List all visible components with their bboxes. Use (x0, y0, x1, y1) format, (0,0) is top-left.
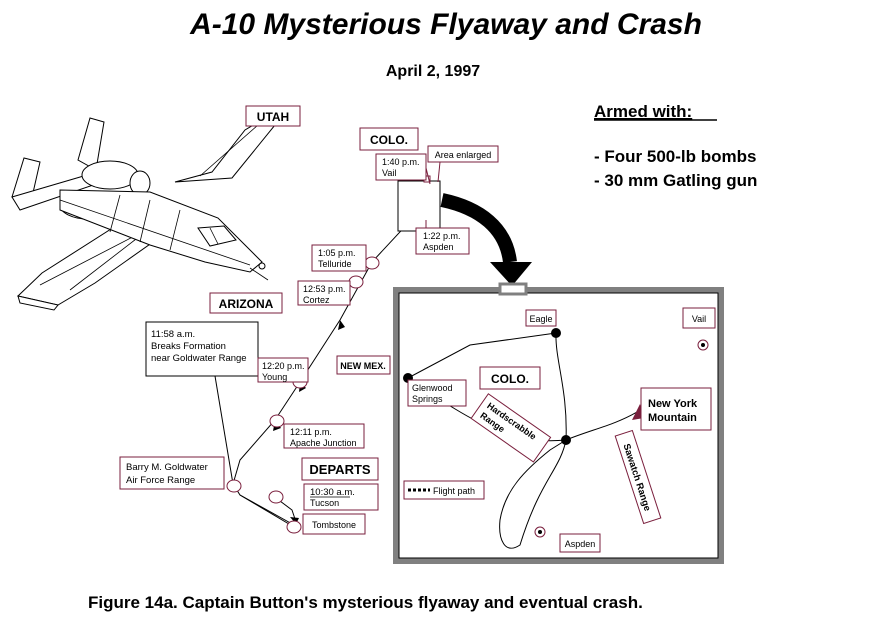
inset-map: Vail Eagle Glenwood Springs COLO. Hardsc… (393, 282, 724, 564)
cortez-place: Cortez (303, 295, 330, 305)
tucson-place: Tucson (310, 498, 339, 508)
telluride-time: 1:05 p.m. (318, 248, 356, 258)
node-cortez (348, 275, 364, 289)
date: April 2, 1997 (386, 63, 480, 80)
enlarge-arrow (440, 193, 532, 286)
tombstone-label: Tombstone (312, 520, 356, 530)
inset-label-aspen: Aspden (565, 539, 596, 549)
armed-with-block: Armed with: - Four 500-lb bombs - 30 mm … (594, 102, 757, 190)
goldwater-line2: Air Force Range (126, 475, 195, 486)
inset-label-nym-1: New York (648, 398, 698, 410)
breaks-time: 11:58 a.m. (151, 329, 195, 340)
figure-caption: Figure 14a. Captain Button's mysterious … (88, 593, 643, 612)
breaks-line2: near Goldwater Range (151, 353, 247, 364)
departs-label: DEPARTS (309, 462, 370, 477)
node-tombstone (286, 520, 302, 534)
apache-time: 12:11 p.m. (290, 427, 332, 437)
inset-label-eagle: Eagle (529, 314, 552, 324)
state-label-arizona: ARIZONA (219, 297, 274, 311)
inset-node-junction (561, 435, 571, 445)
node-goldwater (226, 479, 242, 493)
node-tucson (268, 490, 284, 504)
area-enlarged-box (397, 180, 441, 232)
goldwater-line1: Barry M. Goldwater (126, 462, 208, 473)
young-time: 12:20 p.m. (262, 361, 305, 371)
node-apache-junction (269, 414, 285, 428)
node-telluride (364, 256, 380, 270)
state-label-colo: COLO. (370, 133, 408, 147)
vail-time: 1:40 p.m. (382, 157, 420, 167)
vail-place: Vail (382, 168, 396, 178)
inset-label-vail: Vail (692, 314, 706, 324)
telluride-place: Telluride (318, 259, 352, 269)
legend-flight-path-label: Flight path (433, 486, 475, 496)
aspen-place: Aspden (423, 242, 454, 252)
inset-label-glenwood-2: Springs (412, 394, 443, 404)
aspen-time: 1:22 p.m. (423, 231, 461, 241)
apache-place: Apache Junction (290, 438, 357, 448)
cortez-time: 12:53 p.m. (303, 284, 346, 294)
inset-label-colo: COLO. (491, 372, 529, 386)
armed-item-bombs: - Four 500-lb bombs (594, 147, 756, 166)
breaks-line1: Breaks Formation (151, 341, 226, 352)
inset-label-nym-2: Mountain (648, 412, 697, 424)
inset-node-eagle (551, 328, 561, 338)
inset-label-glenwood-1: Glenwood (412, 383, 453, 393)
title: A-10 Mysterious Flyaway and Crash (189, 8, 702, 41)
a10-aircraft-drawing (11, 117, 276, 311)
state-label-new-mex: NEW MEX. (340, 361, 386, 371)
tucson-time: 10:30 a.m. (310, 487, 355, 498)
area-enlarged-label: Area enlarged (435, 150, 492, 160)
armed-heading: Armed with: (594, 102, 692, 121)
armed-item-gun: - 30 mm Gatling gun (594, 171, 757, 190)
young-place: Young (262, 372, 287, 382)
state-label-utah: UTAH (257, 110, 289, 124)
